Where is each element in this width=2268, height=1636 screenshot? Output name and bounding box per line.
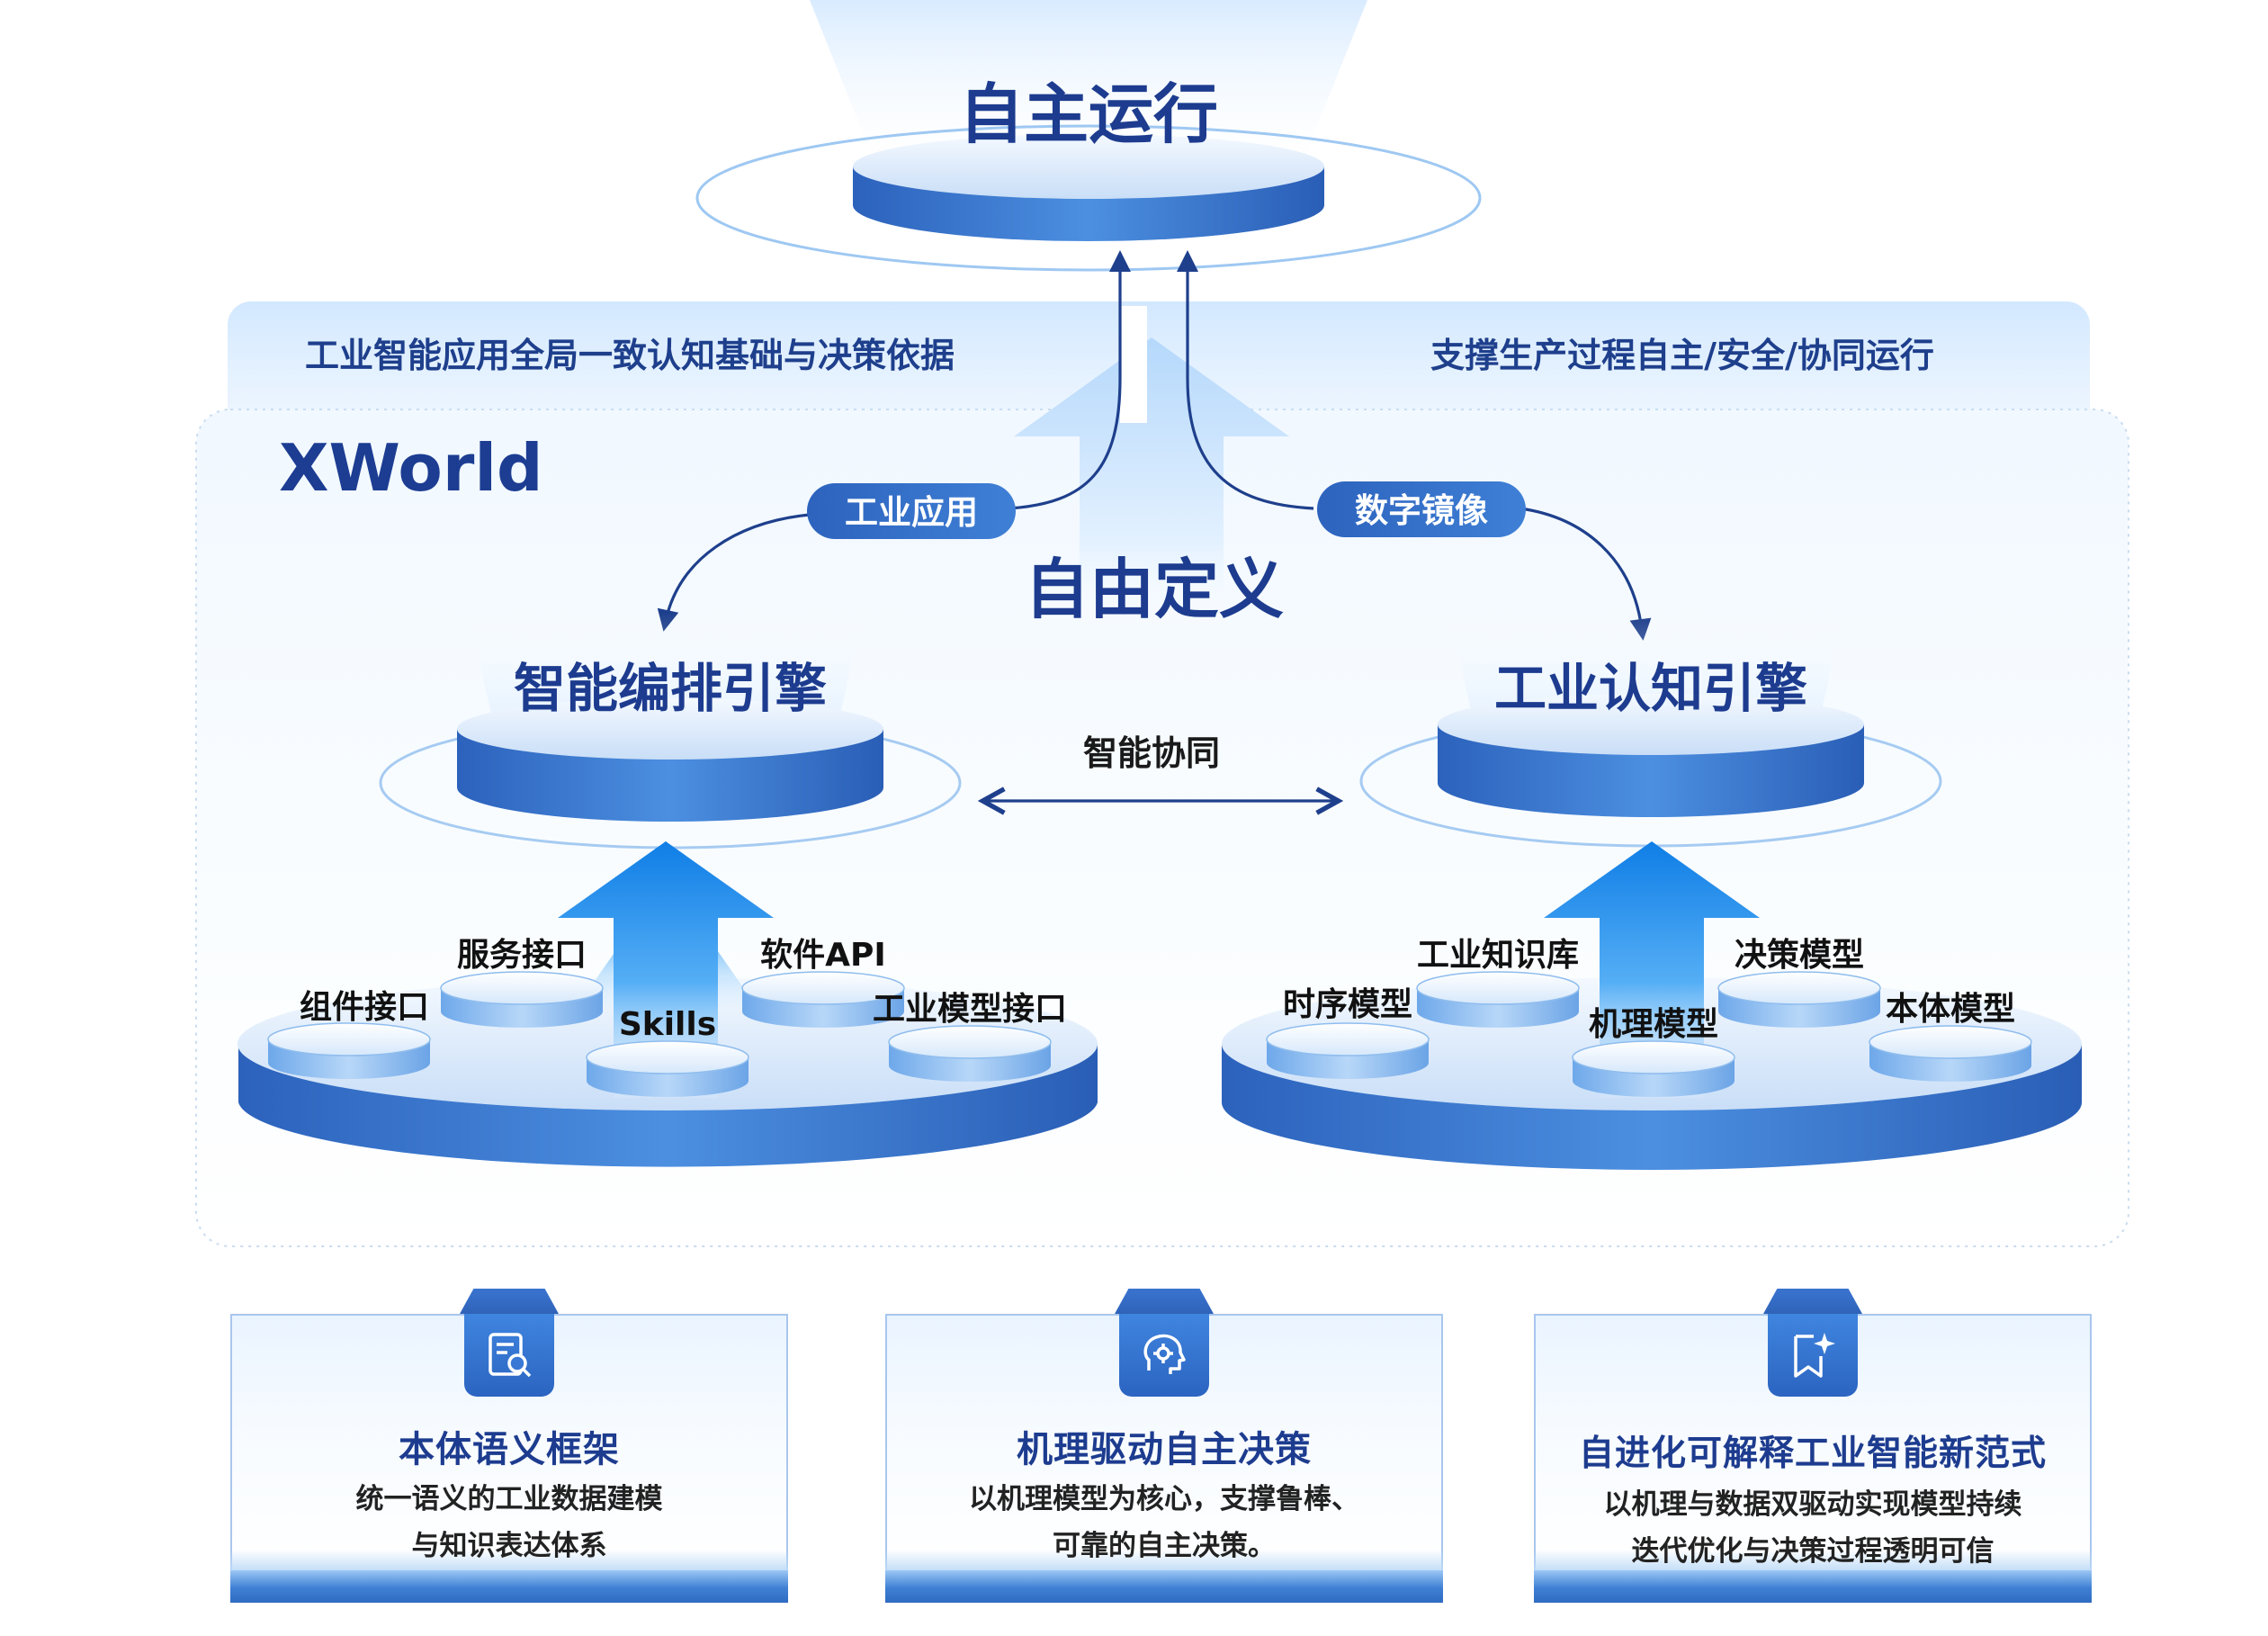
module-puck: 工业知识库	[1416, 937, 1580, 1028]
collab-label: 智能协同	[1083, 733, 1220, 773]
module-label: 服务接口	[457, 937, 587, 974]
card-mechanism: 机理驱动自主决策 以机理模型为核心，支撑鲁棒、 可靠的自主决策。	[885, 1289, 1443, 1603]
card-desc-line: 以机理与数据双驱动实现模型持续	[1603, 1488, 2022, 1521]
card-base-glow	[885, 1550, 1443, 1573]
card-description: 以机理模型为核心，支撑鲁棒、 可靠的自主决策。	[912, 1476, 1416, 1569]
sparkle-bookmark-icon	[1768, 1314, 1858, 1397]
card-tab	[1115, 1289, 1214, 1314]
card-ontology: 本体语义框架 统一语义的工业数据建模 与知识表达体系	[230, 1289, 788, 1603]
module-label: Skills	[619, 1006, 716, 1043]
xworld-label: XWorld	[279, 430, 543, 506]
module-label: 时序模型	[1283, 986, 1412, 1023]
card-title: 本体语义框架	[399, 1429, 620, 1470]
top-platform: 自主运行	[695, 76, 1482, 272]
card-tab	[460, 1289, 559, 1314]
module-puck: 服务接口	[440, 937, 604, 1028]
left-engine-title: 智能编排引擎	[514, 658, 827, 719]
center-up-arrow	[1014, 306, 1289, 630]
module-label: 工业模型接口	[873, 991, 1067, 1028]
right-engine-title: 工业认知引擎	[1494, 658, 1807, 719]
module-puck: 工业模型接口	[873, 991, 1067, 1082]
module-puck: 组件接口	[267, 989, 431, 1079]
card-title: 自进化可解释工业智能新范式	[1578, 1434, 2047, 1474]
card-desc-line: 与知识表达体系	[411, 1530, 607, 1562]
right-engine: 工业认知引擎	[1359, 612, 1942, 848]
top-light-beam	[810, 0, 1367, 180]
center-label: 自由定义	[1025, 552, 1284, 627]
module-puck: Skills	[586, 1006, 749, 1097]
card-desc-line: 可靠的自主决策。	[1053, 1530, 1276, 1562]
module-puck: 机理模型	[1572, 1006, 1735, 1097]
module-label: 决策模型	[1735, 937, 1864, 974]
card-base	[885, 1570, 1443, 1603]
module-puck: 决策模型	[1717, 937, 1881, 1028]
card-desc-line: 迭代优化与决策过程透明可信	[1631, 1535, 1995, 1568]
brain-gear-icon	[1119, 1314, 1209, 1397]
pill-digital-mirror: 数字镜像	[1317, 481, 1526, 537]
left-modules: 服务接口 软件API 组件接口 Skills 工业模型接口	[267, 937, 1067, 1097]
card-desc-line: 以机理模型为核心，支撑鲁棒、	[969, 1483, 1359, 1515]
document-search-icon	[464, 1314, 554, 1397]
module-label: 软件API	[760, 937, 886, 974]
module-label: 工业知识库	[1417, 937, 1579, 974]
card-description: 统一语义的工业数据建模 与知识表达体系	[257, 1476, 761, 1569]
card-base-glow	[1534, 1550, 2092, 1573]
module-puck: 本体模型	[1869, 991, 2032, 1082]
card-desc-line: 统一语义的工业数据建模	[355, 1483, 663, 1515]
banner-right-text: 支撑生产过程自主/安全/协同运行	[1430, 336, 1934, 375]
pill-left-text: 工业应用	[845, 493, 978, 532]
module-label: 机理模型	[1589, 1006, 1718, 1043]
card-title: 机理驱动自主决策	[1017, 1429, 1312, 1470]
module-puck: 软件API	[741, 937, 905, 1028]
left-engine: 智能编排引擎	[379, 612, 962, 849]
card-self-evolving: 自进化可解释工业智能新范式 以机理与数据双驱动实现模型持续 迭代优化与决策过程透…	[1534, 1289, 2092, 1603]
module-label: 本体模型	[1886, 991, 2015, 1028]
pill-right-text: 数字镜像	[1355, 491, 1488, 530]
card-tab	[1763, 1289, 1862, 1314]
flow-arrows	[657, 249, 1652, 801]
card-base	[1534, 1570, 2092, 1603]
module-puck: 时序模型	[1266, 986, 1430, 1079]
module-label: 组件接口	[300, 989, 429, 1026]
pill-industrial-app: 工业应用	[807, 483, 1016, 539]
top-title: 自主运行	[959, 76, 1218, 152]
card-base-glow	[230, 1550, 788, 1573]
card-description: 以机理与数据双驱动实现模型持续 迭代优化与决策过程透明可信	[1561, 1481, 2065, 1575]
banner-left-text: 工业智能应用全局一致认知基础与决策依据	[305, 336, 955, 375]
card-base	[230, 1570, 788, 1603]
